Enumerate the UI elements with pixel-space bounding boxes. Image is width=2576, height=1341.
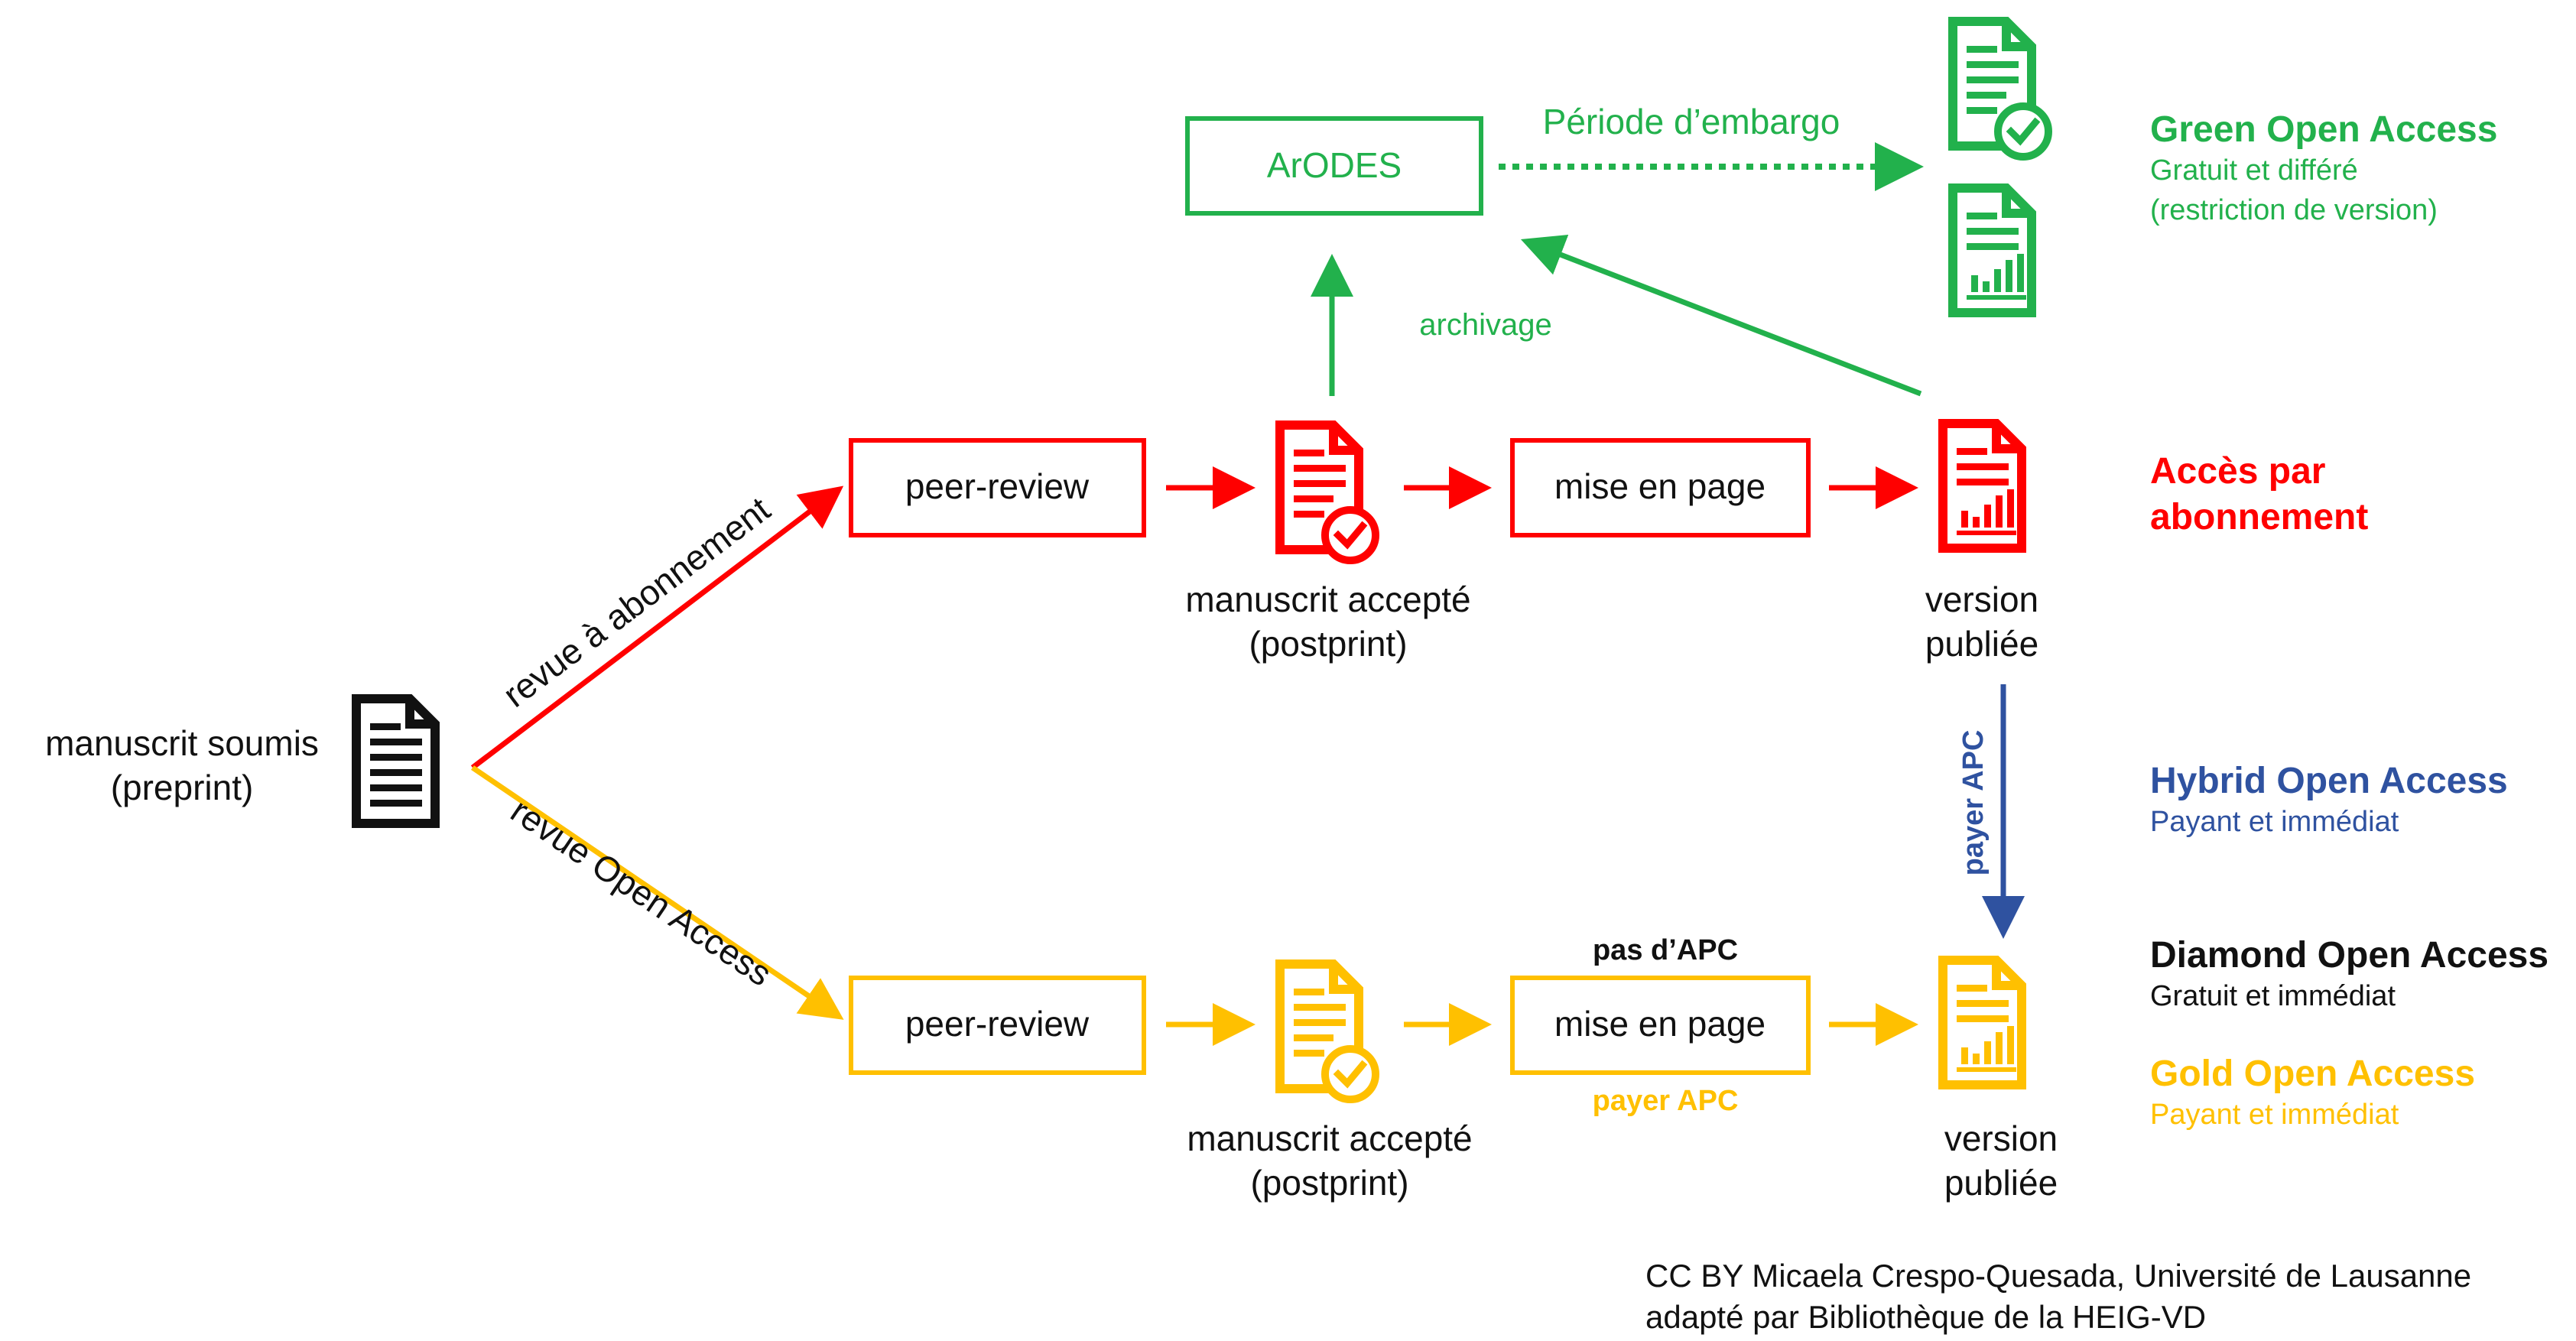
bottom-published-line2: publiée bbox=[1944, 1163, 2058, 1203]
top-layout-box bbox=[1510, 438, 1811, 537]
top-peer-review-label: peer-review bbox=[905, 466, 1090, 506]
legend-gold-sub: Payant et immédiat bbox=[2150, 1099, 2399, 1131]
bottom-peer-review-label: peer-review bbox=[905, 1004, 1090, 1044]
bottom-published-document-chart-icon bbox=[1943, 960, 2022, 1085]
archiving-label: archivage bbox=[1419, 308, 1551, 342]
legend-green-line1: Gratuit et différé bbox=[2150, 154, 2358, 187]
submitted-manuscript-icon bbox=[356, 699, 435, 823]
legend-green-title: Green Open Access bbox=[2150, 109, 2497, 150]
bottom-accepted-line1: manuscrit accepté bbox=[1187, 1119, 1472, 1158]
top-accepted-document-check-icon bbox=[1280, 425, 1376, 560]
credit-line1: CC BY Micaela Crespo-Quesada, Université… bbox=[1645, 1258, 2471, 1294]
bottom-accepted-document-check-icon bbox=[1280, 964, 1376, 1099]
bottom-accepted-line2: (postprint) bbox=[1250, 1163, 1408, 1203]
top-peer-review-box bbox=[849, 438, 1146, 537]
bottom-peer-review-box bbox=[849, 976, 1146, 1075]
embargo-label: Période d’embargo bbox=[1543, 102, 1840, 141]
submitted-subtitle: (preprint) bbox=[111, 768, 254, 807]
top-published-document-chart-icon bbox=[1943, 424, 2022, 548]
green-accepted-document-check-icon bbox=[1953, 21, 2048, 157]
bottom-published-line1: version bbox=[1944, 1119, 2058, 1158]
pay-apc-label: payer APC bbox=[1593, 1085, 1739, 1117]
bottom-layout-label: mise en page bbox=[1554, 1004, 1766, 1044]
legend-hybrid-title: Hybrid Open Access bbox=[2150, 761, 2508, 801]
top-layout-label: mise en page bbox=[1554, 466, 1766, 506]
green-published-document-chart-icon bbox=[1953, 188, 2032, 313]
credit-line2: adapté par Bibliothèque de la HEIG-VD bbox=[1645, 1299, 2206, 1335]
legend-diamond-title: Diamond Open Access bbox=[2150, 935, 2548, 976]
legend-diamond-sub: Gratuit et immédiat bbox=[2150, 980, 2396, 1012]
top-published-line2: publiée bbox=[1925, 624, 2038, 664]
subscription-branch-label: revue à abonnement bbox=[495, 489, 777, 715]
legend-gold-title: Gold Open Access bbox=[2150, 1054, 2475, 1094]
legend-red-line1: Accès par bbox=[2150, 451, 2325, 492]
open-access-branch-arrow bbox=[471, 765, 844, 1020]
archiving-arrow-diagonal bbox=[1520, 235, 1922, 397]
no-apc-label: pas d’APC bbox=[1593, 934, 1738, 966]
arodes-box bbox=[1185, 116, 1483, 216]
top-accepted-line2: (postprint) bbox=[1249, 624, 1407, 664]
top-published-line1: version bbox=[1925, 580, 2038, 619]
top-accepted-line1: manuscrit accepté bbox=[1185, 580, 1470, 619]
arodes-label: ArODES bbox=[1267, 145, 1402, 185]
submitted-title: manuscrit soumis bbox=[45, 723, 319, 763]
legend-green-line2: (restriction de version) bbox=[2150, 194, 2438, 226]
legend-hybrid-sub: Payant et immédiat bbox=[2150, 806, 2399, 838]
subscription-branch-arrow bbox=[470, 485, 844, 770]
legend-red-line2: abonnement bbox=[2150, 497, 2368, 537]
bottom-layout-box bbox=[1510, 976, 1811, 1075]
open-access-branch-label: revue Open Access bbox=[504, 791, 779, 994]
hybrid-apc-label: payer APC bbox=[1957, 730, 1990, 876]
